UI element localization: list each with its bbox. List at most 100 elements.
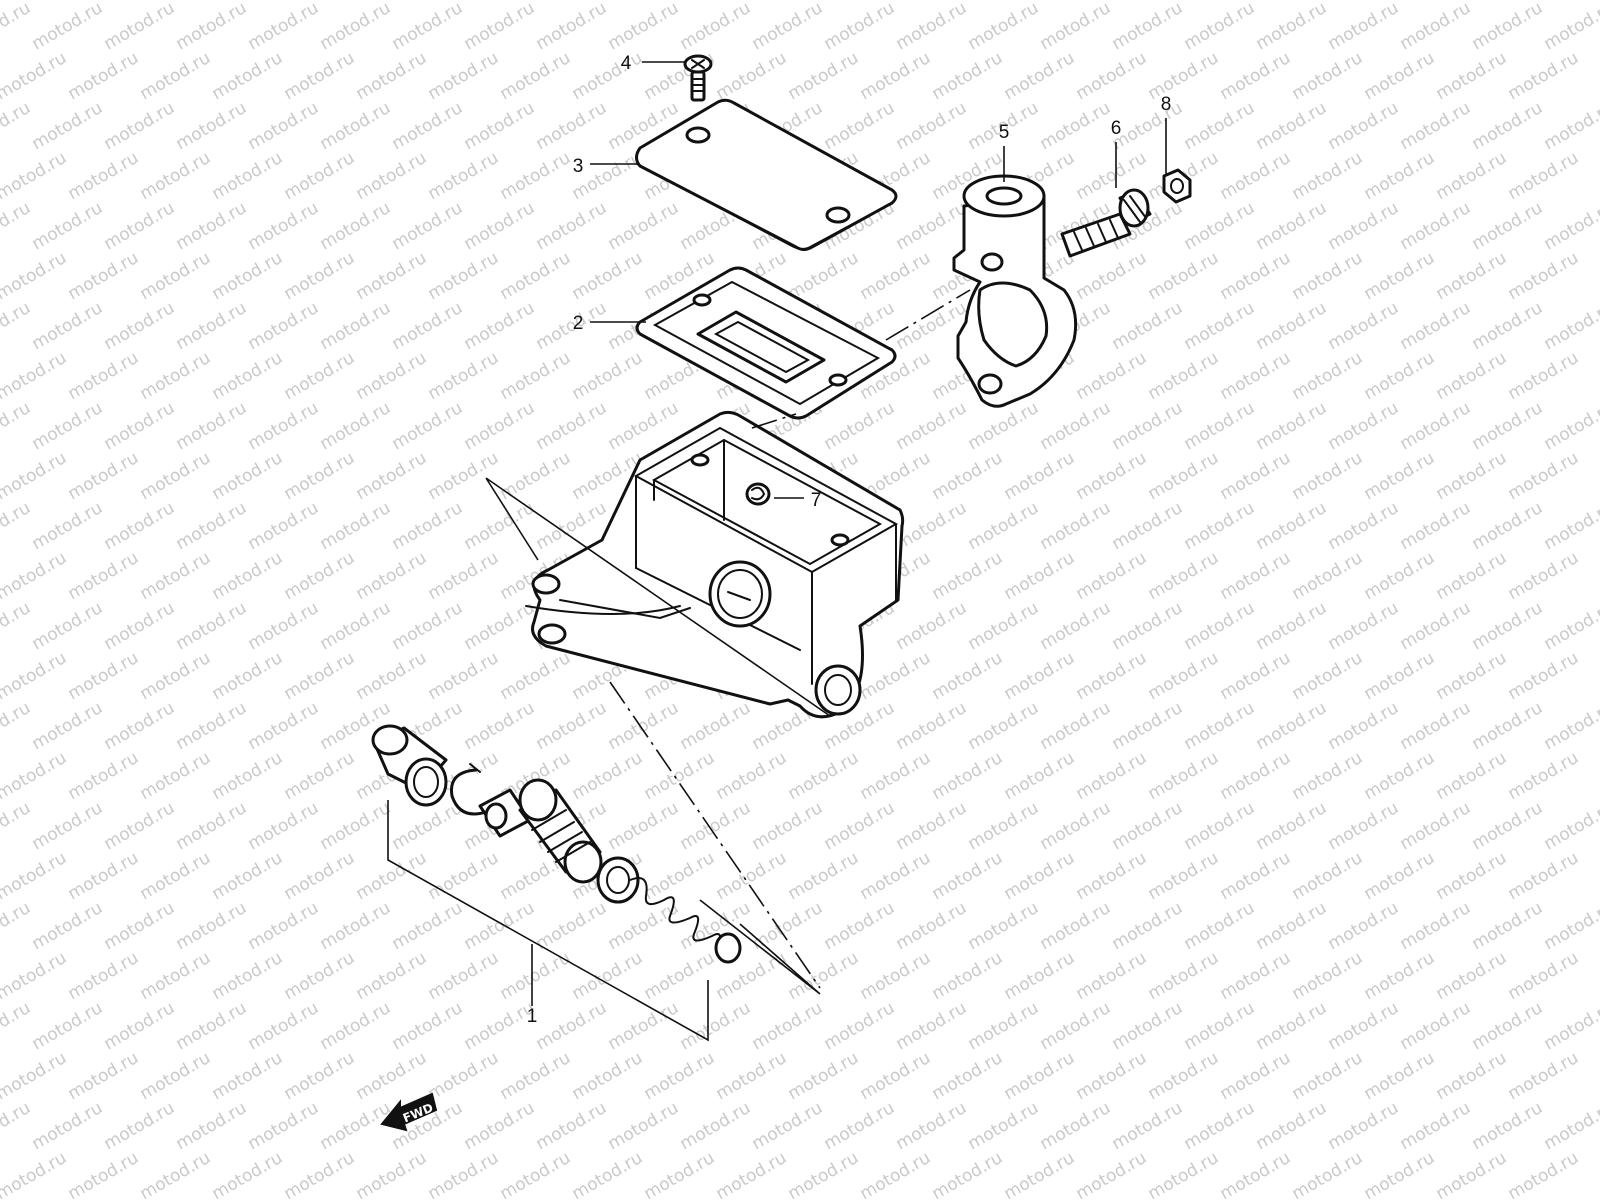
watermark-text: motod.ru (1001, 548, 1079, 604)
callout-3[interactable]: 3 (573, 156, 584, 177)
watermark-text: motod.ru (1217, 248, 1295, 304)
watermark-text: motod.ru (29, 798, 107, 854)
watermark-text: motod.ru (1541, 0, 1600, 54)
watermark-text: motod.ru (1505, 548, 1583, 604)
watermark-text: motod.ru (173, 898, 251, 954)
watermark-text: motod.ru (173, 798, 251, 854)
watermark-text: motod.ru (749, 998, 827, 1054)
watermark-text: motod.ru (893, 198, 971, 254)
callout-4[interactable]: 4 (621, 53, 632, 74)
watermark-text: motod.ru (281, 648, 359, 704)
watermark-text: motod.ru (65, 448, 143, 504)
watermark-text: motod.ru (1433, 348, 1511, 404)
watermark-text: motod.ru (353, 648, 431, 704)
watermark-text: motod.ru (1217, 548, 1295, 604)
watermark-text: motod.ru (29, 598, 107, 654)
part-3-reservoir-cap[interactable] (635, 98, 898, 251)
watermark-text: motod.ru (1433, 1148, 1511, 1200)
watermark-text: motod.ru (0, 298, 34, 354)
watermark-text: motod.ru (1361, 48, 1439, 104)
watermark-text: motod.ru (713, 1048, 791, 1104)
watermark-text: motod.ru (137, 1048, 215, 1104)
watermark-text: motod.ru (1217, 948, 1295, 1004)
watermark-text: motod.ru (1469, 898, 1547, 954)
watermark-text: motod.ru (785, 848, 863, 904)
watermark-text: motod.ru (209, 1148, 287, 1200)
watermark-text: motod.ru (533, 98, 611, 154)
watermark-text: motod.ru (245, 998, 323, 1054)
watermark-text: motod.ru (1145, 1148, 1223, 1200)
part-2-diaphragm[interactable] (635, 266, 897, 420)
watermark-text: motod.ru (425, 148, 503, 204)
watermark-text: motod.ru (1181, 1098, 1259, 1154)
part-7-plug[interactable] (745, 482, 771, 506)
part-1-piston-kit[interactable] (371, 724, 742, 1042)
part-5-clamp[interactable] (952, 174, 1078, 408)
callout-2[interactable]: 2 (573, 313, 584, 334)
watermark-text: motod.ru (353, 448, 431, 504)
watermark-text: motod.ru (533, 398, 611, 454)
watermark-text: motod.ru (929, 848, 1007, 904)
watermark-text: motod.ru (101, 698, 179, 754)
watermark-text: motod.ru (461, 1098, 539, 1154)
watermark-text: motod.ru (569, 0, 647, 4)
watermark-text: motod.ru (389, 598, 467, 654)
watermark-text: motod.ru (1289, 0, 1367, 4)
watermark-text: motod.ru (497, 348, 575, 404)
watermark-text: motod.ru (497, 648, 575, 704)
watermark-text: motod.ru (425, 548, 503, 604)
callout-7[interactable]: 7 (811, 490, 822, 511)
watermark-text: motod.ru (1361, 0, 1439, 4)
watermark-text: motod.ru (497, 48, 575, 104)
watermark-text: motod.ru (317, 198, 395, 254)
callout-1[interactable]: 1 (527, 1006, 538, 1027)
callout-5[interactable]: 5 (999, 122, 1010, 143)
watermark-text: motod.ru (1361, 1048, 1439, 1104)
watermark-text: motod.ru (1541, 798, 1600, 854)
watermark-text: motod.ru (605, 198, 683, 254)
watermark-text: motod.ru (281, 548, 359, 604)
watermark-text: motod.ru (1397, 0, 1475, 54)
watermark-text: motod.ru (0, 0, 70, 4)
watermark-text: motod.ru (965, 0, 1043, 54)
fwd-arrow-icon (380, 1092, 438, 1132)
watermark-text: motod.ru (245, 498, 323, 554)
watermark-text: motod.ru (1325, 1098, 1403, 1154)
watermark-text: motod.ru (1469, 698, 1547, 754)
watermark-text: motod.ru (893, 998, 971, 1054)
watermark-text: motod.ru (425, 648, 503, 704)
watermark-text: motod.ru (857, 1148, 935, 1200)
watermark-text: motod.ru (1289, 148, 1367, 204)
watermark-text: motod.ru (173, 498, 251, 554)
part-8-nut[interactable] (1162, 168, 1192, 204)
watermark-text: motod.ru (389, 298, 467, 354)
watermark-text: motod.ru (1325, 198, 1403, 254)
callout-8[interactable]: 8 (1161, 94, 1172, 115)
watermark-text: motod.ru (533, 1098, 611, 1154)
watermark-text: motod.ru (1181, 298, 1259, 354)
watermark-text: motod.ru (1325, 398, 1403, 454)
master-cylinder-body[interactable] (525, 410, 905, 719)
watermark-text: motod.ru (1037, 998, 1115, 1054)
watermark-text: motod.ru (1469, 498, 1547, 554)
part-6-bolt[interactable] (1060, 188, 1152, 258)
part-4-screw[interactable] (683, 54, 713, 102)
watermark-text: motod.ru (353, 948, 431, 1004)
watermark-text: motod.ru (713, 0, 791, 4)
watermark-text: motod.ru (749, 798, 827, 854)
watermark-text: motod.ru (1109, 698, 1187, 754)
watermark-text: motod.ru (1037, 0, 1115, 54)
watermark-text: motod.ru (1361, 648, 1439, 704)
watermark-text: motod.ru (1325, 898, 1403, 954)
watermark-text: motod.ru (893, 98, 971, 154)
watermark-text: motod.ru (785, 748, 863, 804)
watermark-text: motod.ru (677, 1098, 755, 1154)
watermark-text: motod.ru (101, 198, 179, 254)
watermark-text: motod.ru (641, 1048, 719, 1104)
watermark-text: motod.ru (713, 748, 791, 804)
watermark-text: motod.ru (1505, 48, 1583, 104)
watermark-text: motod.ru (65, 1148, 143, 1200)
watermark-text: motod.ru (713, 48, 791, 104)
callout-6[interactable]: 6 (1111, 118, 1122, 139)
